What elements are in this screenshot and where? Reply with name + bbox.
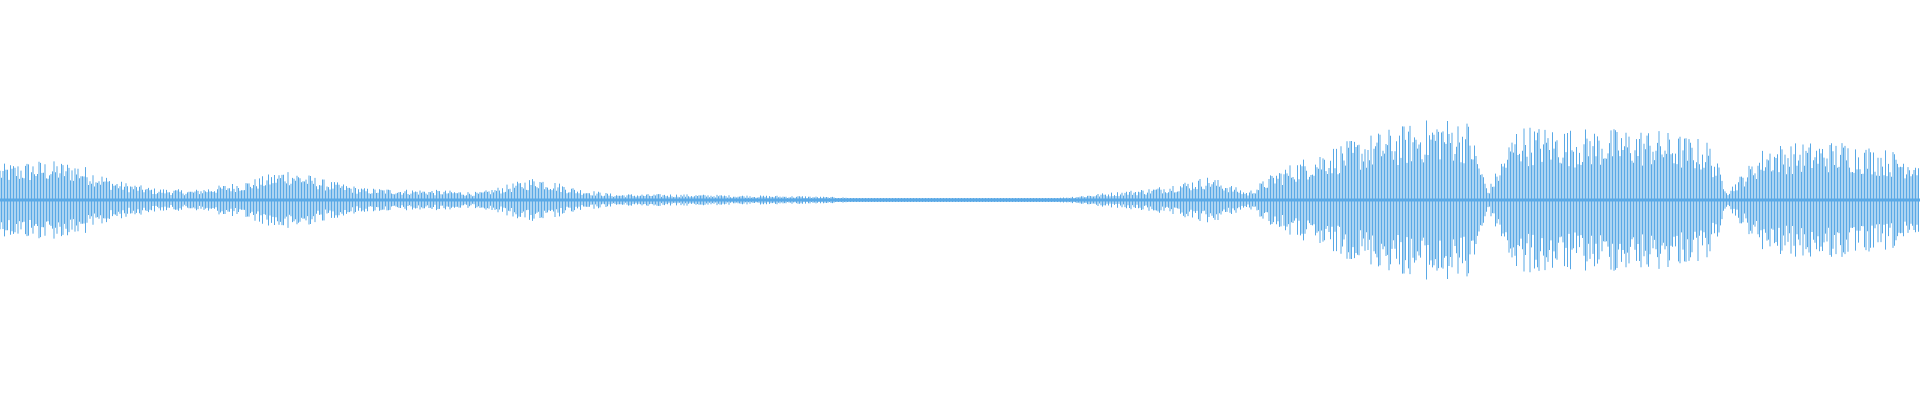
- waveform-bars: [0, 120, 1919, 280]
